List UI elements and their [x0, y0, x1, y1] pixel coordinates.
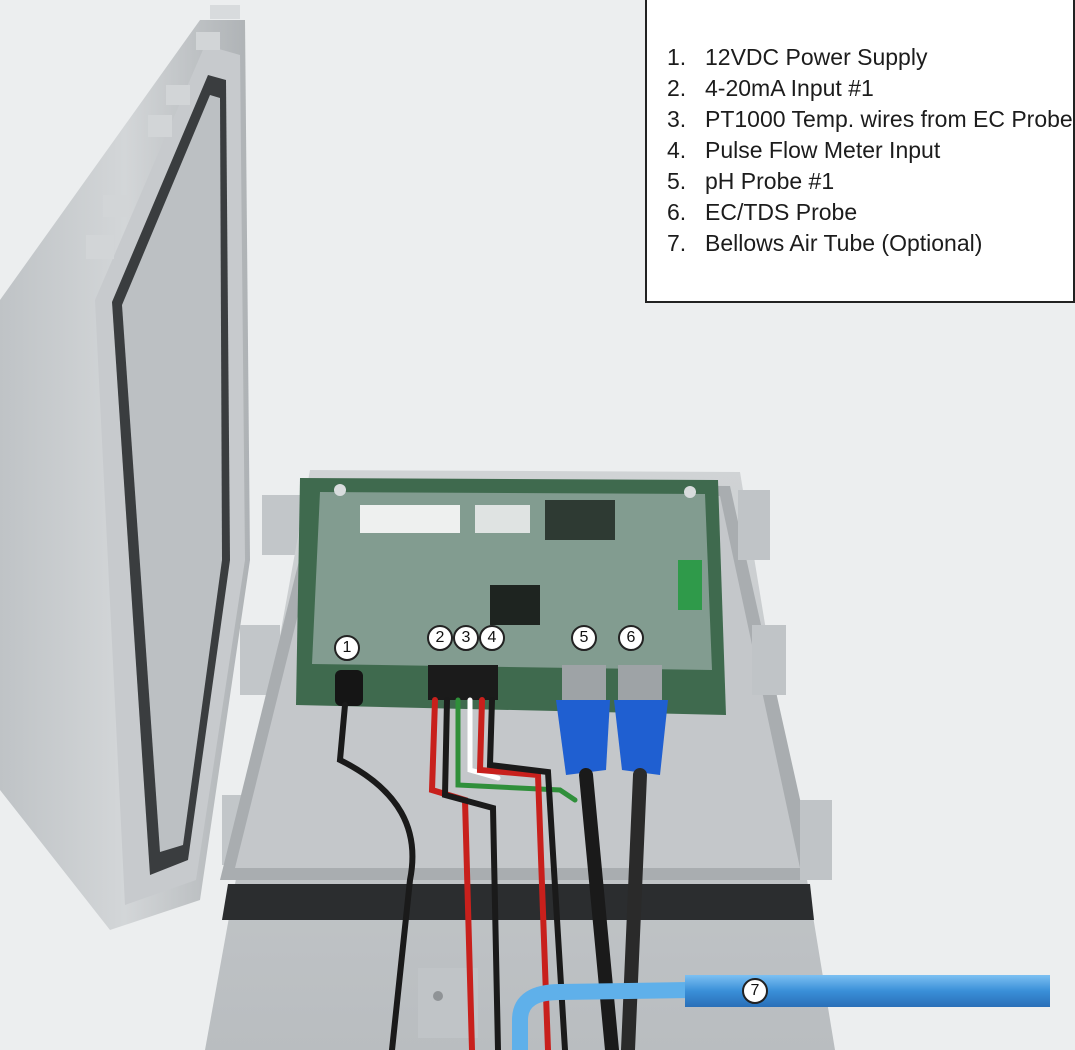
legend-label: pH Probe #1: [705, 168, 835, 194]
legend-number: 4.: [667, 137, 687, 163]
legend-item: 7. Bellows Air Tube (Optional): [667, 228, 1073, 259]
callout-2: 2: [427, 625, 453, 651]
legend-label: PT1000 Temp. wires from EC Probe: [705, 106, 1073, 132]
legend-list: 1. 12VDC Power Supply 2. 4-20mA Input #1 3…: [667, 42, 1073, 259]
callout-3: 3: [453, 625, 479, 651]
legend-label: 4-20mA Input #1: [705, 75, 874, 101]
legend-number: 6.: [667, 199, 687, 225]
legend-number: 7.: [667, 230, 687, 256]
callout-4: 4: [479, 625, 505, 651]
legend-number: 5.: [667, 168, 687, 194]
legend-number: 3.: [667, 106, 687, 132]
legend-item: 6. EC/TDS Probe: [667, 197, 1073, 228]
legend-item: 4. Pulse Flow Meter Input: [667, 135, 1073, 166]
cables: [336, 697, 647, 1050]
callout-7: 7: [742, 978, 768, 1004]
legend-item: 2. 4-20mA Input #1: [667, 73, 1073, 104]
callout-1: 1: [334, 635, 360, 661]
legend-number: 2.: [667, 75, 687, 101]
circuit-board: [296, 478, 726, 715]
legend-item: 1. 12VDC Power Supply: [667, 42, 1073, 73]
legend-label: Pulse Flow Meter Input: [705, 137, 941, 163]
enclosure-lid: [0, 5, 250, 930]
legend-item: 3. PT1000 Temp. wires from EC Probe: [667, 104, 1073, 135]
legend-item: 5. pH Probe #1: [667, 166, 1073, 197]
legend-label: EC/TDS Probe: [705, 199, 858, 225]
enclosure-photo: [0, 5, 1050, 1050]
legend-box: 1. 12VDC Power Supply 2. 4-20mA Input #1 3…: [645, 0, 1075, 303]
legend-label: Bellows Air Tube (Optional): [705, 230, 983, 256]
legend-number: 1.: [667, 44, 687, 70]
callout-5: 5: [571, 625, 597, 651]
legend-label: 12VDC Power Supply: [705, 44, 928, 70]
power-jack: [335, 670, 363, 706]
bnc-connectors: [556, 665, 668, 775]
terminal-block: [428, 665, 498, 700]
callout-6: 6: [618, 625, 644, 651]
